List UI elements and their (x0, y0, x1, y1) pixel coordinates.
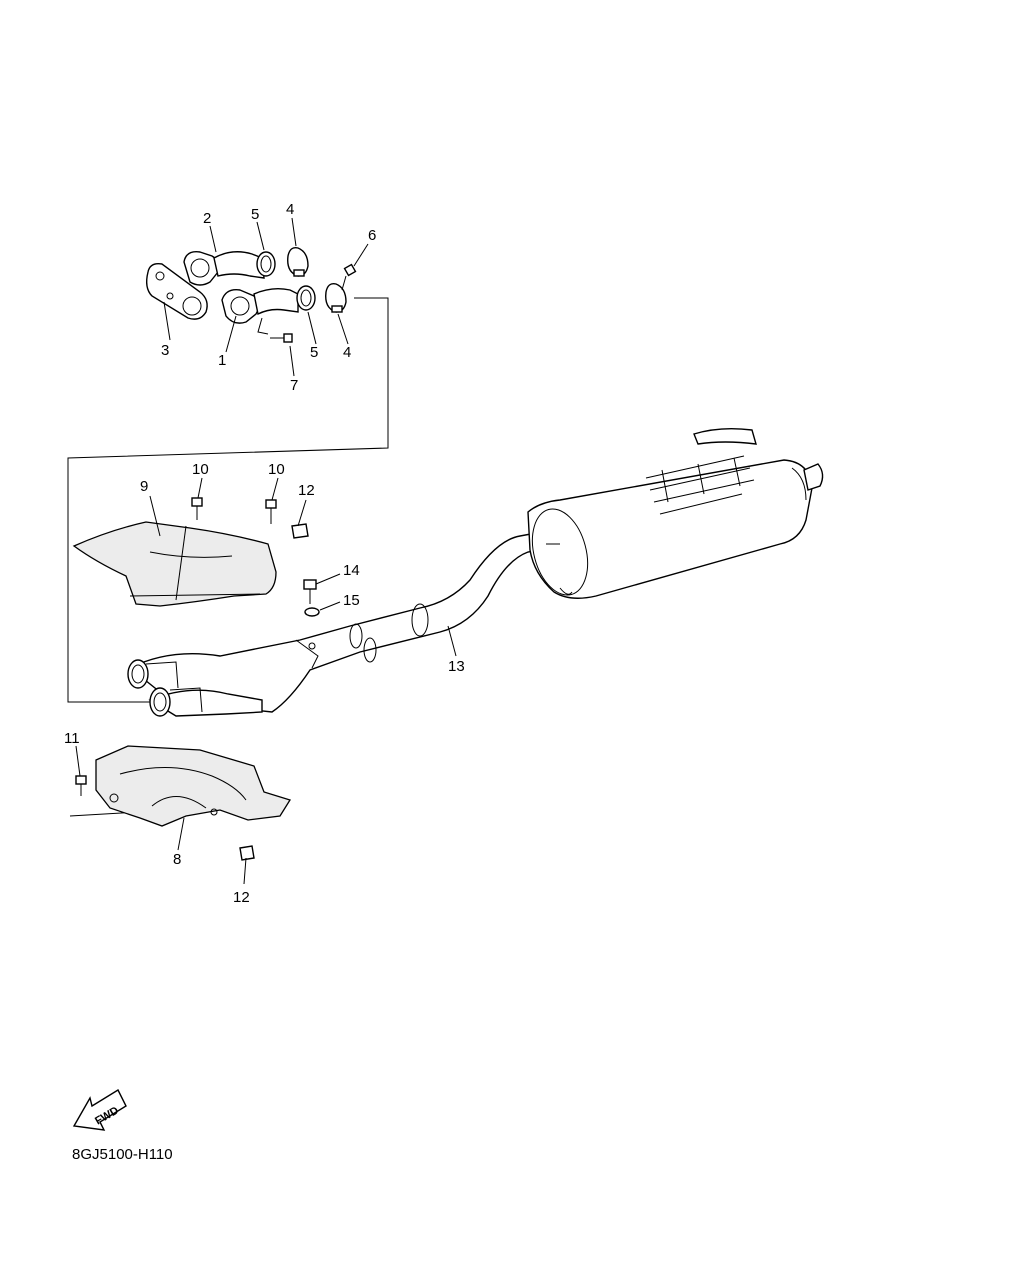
fwd-arrow-icon: FWD (72, 1089, 127, 1131)
part-4-clamp (287, 246, 347, 313)
callout-2: 2 (203, 210, 211, 227)
callout-8: 8 (173, 851, 181, 868)
callout-15: 15 (343, 592, 360, 609)
drawing-code: 8GJ5100-H110 (72, 1146, 173, 1163)
callout-13: 13 (448, 658, 465, 675)
callout-14: 14 (343, 562, 360, 579)
callout-3: 3 (161, 342, 169, 359)
part-8-lower-heat-shield (95, 745, 291, 827)
callout-10a: 10 (192, 461, 209, 478)
part-10-bolt (191, 497, 277, 524)
part-13-muffler-assembly (127, 427, 824, 717)
callout-5a: 5 (251, 206, 259, 223)
callout-9: 9 (140, 478, 148, 495)
callout-6: 6 (368, 227, 376, 244)
callout-4a: 4 (286, 201, 294, 218)
part-6-bolt (341, 263, 357, 291)
part-9-heat-shield (72, 521, 277, 607)
part-2-exhaust-pipe (183, 251, 265, 286)
callout-10b: 10 (268, 461, 285, 478)
callouts: 1 2 3 4 4 5 5 6 7 8 9 10 10 11 12 12 13 … (64, 201, 465, 906)
part-11-bolt (75, 775, 87, 796)
part-7-bolt (270, 333, 293, 343)
callout-7: 7 (290, 377, 298, 394)
part-3-gasket (145, 262, 208, 320)
leader-lines (75, 217, 457, 885)
part-14-bolt (303, 579, 317, 604)
callout-12b: 12 (233, 889, 250, 906)
part-1-exhaust-pipe (221, 287, 299, 335)
part-15-washer (304, 607, 320, 617)
part-5-gasket-ring (256, 251, 316, 311)
callout-4b: 4 (343, 344, 351, 361)
callout-12a: 12 (298, 482, 315, 499)
part-12-nut-clip (239, 523, 309, 861)
callout-5b: 5 (310, 344, 318, 361)
callout-11: 11 (64, 730, 80, 747)
callout-1: 1 (218, 352, 226, 369)
